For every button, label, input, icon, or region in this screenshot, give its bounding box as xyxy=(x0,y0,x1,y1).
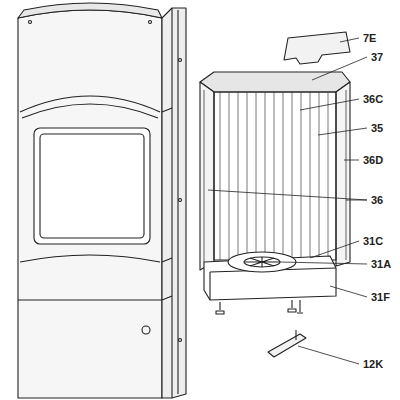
bolt xyxy=(216,302,224,314)
callout-number: 31C xyxy=(362,235,384,248)
callout-number: 35 xyxy=(370,122,384,135)
door-knob xyxy=(142,326,150,334)
support-bar xyxy=(268,334,306,357)
leader-line xyxy=(344,160,359,161)
leader-line xyxy=(318,128,367,135)
callout-number: 31A xyxy=(370,258,392,271)
callout-number: 36 xyxy=(370,194,384,207)
liner-top xyxy=(200,72,350,92)
stove-top-rim xyxy=(18,3,162,18)
leader-line xyxy=(310,241,359,258)
leader-line xyxy=(312,57,367,80)
leader-line xyxy=(280,262,367,264)
leader-line xyxy=(340,38,359,42)
callout-number: 31F xyxy=(370,291,391,304)
callout-number: 12K xyxy=(362,358,384,371)
leader-line xyxy=(330,286,367,297)
stove-front xyxy=(18,10,162,398)
leader-line xyxy=(346,200,367,201)
side-frame xyxy=(162,8,186,398)
panel-seam xyxy=(18,299,162,300)
leader-line xyxy=(208,190,367,200)
bolt xyxy=(288,300,296,312)
door-window-inner xyxy=(40,134,144,238)
callout-number: 7E xyxy=(362,32,377,45)
door-window xyxy=(34,128,150,244)
door-bottom-arch xyxy=(20,255,160,262)
callout-number: 37 xyxy=(370,51,384,64)
liner-right-panel xyxy=(336,82,350,266)
liner-left-panel xyxy=(200,82,214,270)
callout-number: 36C xyxy=(362,93,384,106)
door-arch-inner xyxy=(22,104,158,118)
leader-line xyxy=(300,99,359,110)
callout-number: 36D xyxy=(362,154,384,167)
liner-back-panel xyxy=(214,92,336,260)
leader-line xyxy=(298,346,359,364)
baffle-plate xyxy=(284,32,350,64)
